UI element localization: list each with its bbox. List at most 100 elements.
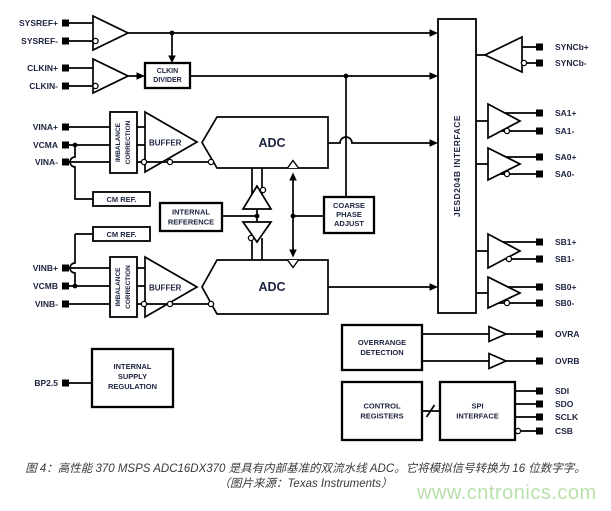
label-sa0-plus: SA0+ — [555, 152, 577, 162]
watermark: www.cntronics.com — [417, 482, 597, 504]
pin-vcma — [62, 141, 69, 149]
label-sdi: SDI — [555, 386, 569, 396]
wire-clock-distribution — [292, 175, 324, 255]
label-sa1-plus: SA1+ — [555, 108, 577, 118]
clkin-divider-block — [143, 61, 192, 90]
bubble-buffer-a-3 — [207, 158, 215, 166]
jesd204b-interface-block — [437, 18, 477, 314]
pin-squares — [62, 19, 543, 435]
pin-sclk — [536, 413, 543, 421]
wire-ref-connector — [222, 209, 258, 222]
wire-syncb — [476, 46, 536, 64]
pin-sa1-minus — [536, 127, 543, 135]
coarse-phase-adjust-block — [322, 195, 376, 235]
pin-sa0-plus — [536, 153, 543, 161]
junction-vcma — [72, 142, 78, 148]
coarse-phase-adjust-label-3: ADJUST — [334, 219, 364, 228]
overrange-detection-block — [340, 323, 424, 372]
arrow-sysref-jesd — [429, 29, 438, 37]
bubble-buffer-b-1 — [140, 300, 148, 308]
cm-ref-b-label: CM REF. — [107, 230, 137, 239]
pin-sysref-plus — [62, 19, 69, 27]
arrow-adcb-jesd — [429, 283, 438, 291]
clock-chevron-adcb — [286, 259, 300, 269]
overrange-detection-label-1: OVERRANGE — [358, 338, 406, 347]
label-sb0-plus: SB0+ — [555, 282, 577, 292]
clkin-buffer — [92, 57, 130, 95]
bubble-syncb-minus — [520, 59, 528, 67]
pin-clkin-plus — [62, 64, 69, 72]
adc-a-label: ADC — [258, 136, 285, 150]
bus-slash — [425, 404, 436, 418]
wire-sysref-out — [128, 32, 431, 56]
label-clkin-plus: CLKIN+ — [27, 63, 58, 73]
coarse-phase-adjust-label-1: COARSE — [333, 201, 365, 210]
pin-ovra — [536, 330, 543, 338]
label-vina-plus: VINA+ — [33, 122, 58, 132]
junction-sysref — [169, 30, 175, 36]
label-syncb-minus: SYNCb- — [555, 58, 587, 68]
internal-supply-regulation-label-1: INTERNAL — [114, 362, 152, 371]
arrow-clkin-clkdiv — [136, 72, 145, 80]
label-sclk: SCLK — [555, 412, 579, 422]
control-registers-block — [340, 380, 424, 442]
coarse-phase-adjust-label-2: PHASE — [336, 210, 362, 219]
internal-reference-label-1: INTERNAL — [172, 208, 210, 217]
wires — [69, 22, 536, 432]
control-registers-label-2: REGISTERS — [360, 412, 403, 421]
internal-supply-regulation-block — [90, 347, 175, 409]
bubble-buffer-b-2 — [166, 300, 174, 308]
caption-line2: （图片来源：Texas Instruments） — [218, 478, 393, 490]
imbalance-b-label-2: CORRECTION — [125, 265, 132, 309]
junction-vcmb — [72, 283, 78, 289]
wire-imbb-to-buffer — [137, 267, 145, 287]
clkin-divider-label-2: DIVIDER — [153, 77, 181, 84]
caption-line1: 图 4：高性能 370 MSPS ADC16DX370 是具有内部基准的双流水线… — [25, 463, 586, 475]
pin-sa0-minus — [536, 170, 543, 178]
bubble-sa1-minus — [503, 127, 511, 135]
arrow-sysref-clkdiv — [168, 55, 176, 63]
label-vcma: VCMA — [33, 140, 58, 150]
spi-interface-label-1: SPI — [471, 402, 483, 411]
pin-sysref-minus — [62, 37, 69, 45]
adc-b-label: ADC — [258, 280, 285, 294]
label-vinb-minus: VINB- — [35, 299, 58, 309]
sa1-driver — [487, 102, 522, 140]
arrow-clock-down — [289, 249, 297, 258]
pin-sb1-minus — [536, 255, 543, 263]
label-sb0-minus: SB0- — [555, 298, 575, 308]
internal-reference-block — [158, 201, 224, 233]
syncb-buffer — [483, 35, 523, 74]
cm-ref-a-label: CM REF. — [107, 195, 137, 204]
jesd204b-interface-label: JESD204B INTERFACE — [452, 115, 462, 217]
label-bp25: BP2.5 — [34, 378, 58, 388]
bubble-ref-down — [247, 234, 255, 242]
imbalance-a-label-2: CORRECTION — [125, 120, 132, 164]
bubble-sb1-minus — [505, 255, 513, 263]
overrange-detection-label-2: DETECTION — [360, 348, 403, 357]
pin-sb1-plus — [536, 238, 543, 246]
buffer-a — [144, 110, 199, 174]
blocks — [90, 14, 523, 442]
pin-vinb-minus — [62, 300, 69, 308]
arrowheads — [136, 29, 438, 291]
sb1-driver — [487, 232, 522, 270]
bubble-clkin-minus — [92, 82, 99, 90]
bubbles — [92, 37, 528, 435]
figure-caption: 图 4：高性能 370 MSPS ADC16DX370 是具有内部基准的双流水线… — [0, 462, 611, 492]
internal-supply-regulation-label-3: REGULATION — [108, 382, 157, 391]
wire-imba-to-buffer — [137, 126, 145, 146]
label-vcmb: VCMB — [33, 281, 58, 291]
pin-syncb-plus — [536, 43, 543, 51]
wire-ovr — [422, 333, 536, 362]
junctions — [72, 30, 349, 289]
pin-vinb-plus — [62, 264, 69, 272]
pin-clkin-minus — [62, 82, 69, 90]
label-sdo: SDO — [555, 399, 574, 409]
imbalance-correction-b-block — [109, 256, 138, 318]
spi-interface-label-2: INTERFACE — [456, 412, 499, 421]
pin-syncb-minus — [536, 59, 543, 67]
bubble-buffer-b-3 — [207, 300, 215, 308]
pin-ovrb — [536, 357, 543, 365]
